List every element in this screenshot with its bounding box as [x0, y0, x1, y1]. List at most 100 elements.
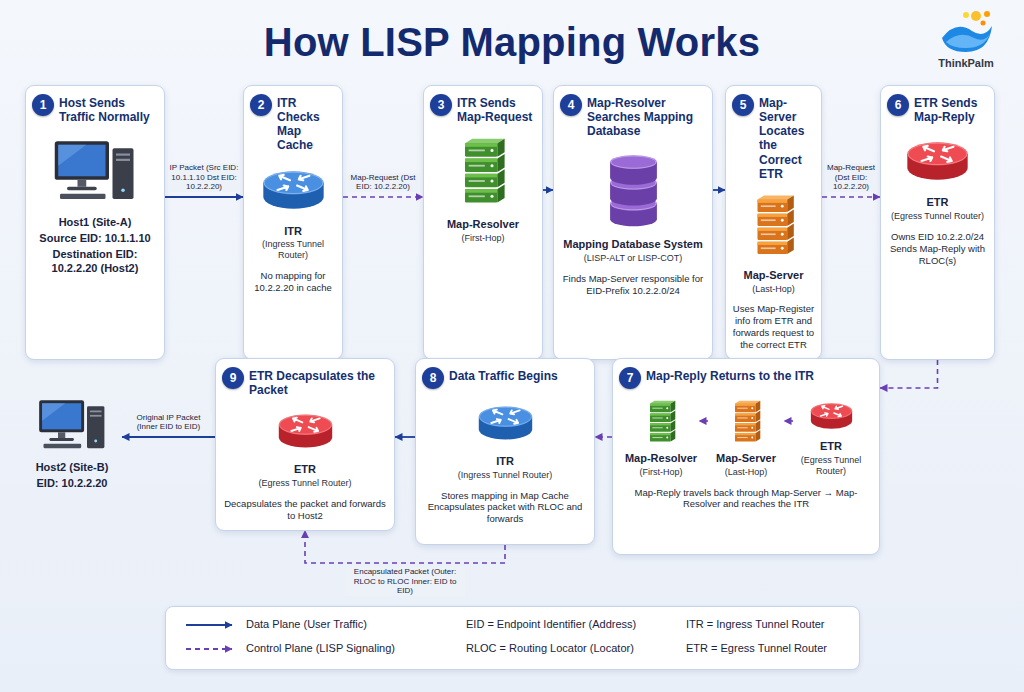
ellipse-part	[610, 156, 657, 170]
callout-number: 2	[250, 94, 272, 116]
rect-part	[757, 242, 787, 254]
g-part	[922, 146, 954, 162]
edge-label: Map-Request (Dst EID: 10.2.2.20)	[825, 163, 877, 192]
step-card: 4Map-Resolver Searches Mapping DatabaseM…	[553, 85, 713, 360]
svg-part	[729, 399, 764, 445]
path-part	[492, 410, 501, 415]
data-plane-arrow	[713, 189, 725, 191]
computer-icon	[51, 136, 139, 206]
device-node: ETR(Egress Tunnel Router)	[793, 399, 869, 478]
rect-part	[735, 413, 756, 422]
step-card: 9ETR Decapsulates the PacketETR(Egress T…	[215, 358, 395, 531]
step-title: Map-Server Locates the Correct ETR	[759, 94, 815, 181]
path-part	[491, 419, 500, 423]
step-title: Map-Reply Returns to the ITR	[646, 367, 873, 383]
legend-box: Data Plane (User Traffic)Control Plane (…	[165, 606, 860, 670]
ellipse-part	[479, 407, 531, 426]
device-role: (Last-Hop)	[725, 467, 768, 478]
path-part	[941, 157, 952, 162]
edge-label: IP Packet (Src EID: 10.1.1.10 Dst EID: 1…	[168, 163, 240, 192]
path-part	[291, 427, 300, 431]
step-title: ETR Decapsulates the Packet	[249, 367, 388, 397]
ellipse-part	[610, 157, 655, 169]
circle-part	[751, 417, 753, 419]
rect-part	[42, 403, 81, 429]
rect-part	[49, 438, 74, 441]
g-part	[491, 410, 519, 424]
legend-line	[186, 648, 232, 650]
rect-part	[757, 200, 787, 203]
logo-dot	[984, 11, 990, 17]
rect-part	[60, 194, 106, 199]
svg-part	[644, 399, 679, 445]
polygon-part	[787, 209, 794, 226]
polygon-part	[755, 430, 760, 442]
router-icon	[474, 401, 537, 445]
step-header: 8 Data Traffic Begins	[422, 367, 588, 389]
rect-part	[650, 423, 671, 425]
ellipse-part	[811, 404, 851, 419]
path-part	[277, 185, 288, 189]
rect-part	[757, 228, 787, 231]
device-role: (LISP-ALT or LISP-COT)	[584, 253, 683, 264]
svg-part	[274, 409, 337, 453]
server-icon	[644, 399, 679, 445]
rect-part	[465, 189, 497, 193]
device-role: (First-Hop)	[640, 467, 683, 478]
polygon-part	[670, 420, 675, 432]
rect-part	[469, 150, 485, 152]
svg-part	[258, 165, 329, 215]
step-title: Map-Resolver Searches Mapping Database	[587, 94, 706, 138]
rect-part	[757, 214, 787, 226]
path-part	[292, 418, 301, 423]
device-name: ETR	[927, 196, 949, 210]
polygon-part	[58, 145, 86, 166]
step-title: Host Sends Traffic Normally	[59, 94, 158, 124]
legend-text: Data Plane (User Traffic)	[246, 618, 367, 630]
polygon-part	[670, 430, 675, 442]
path-part	[279, 175, 290, 180]
ellipse-part	[907, 143, 967, 166]
path-part	[310, 419, 319, 423]
step-header: 7Map-Reply Returns to the ITR	[619, 367, 873, 389]
edge-label: Map-Request (Dst EID: 10.2.2.20)	[346, 173, 420, 192]
device-role: (First-Hop)	[462, 233, 505, 244]
callout-number: 8	[422, 367, 444, 389]
circle-part	[490, 180, 493, 183]
svg-part	[749, 193, 799, 259]
rect-part	[58, 432, 65, 438]
rect-part	[735, 423, 756, 432]
device-name: ETR	[820, 440, 842, 454]
polygon-part	[497, 139, 504, 157]
step-card: 1Host Sends Traffic NormallyHost1 (Site-…	[25, 85, 165, 360]
circle-part	[751, 407, 753, 409]
svg-part	[51, 136, 139, 206]
abbreviation-note: EID = Endpoint Identifier (Address)	[466, 618, 636, 630]
legend-line-sample	[184, 617, 236, 633]
device-name: Mapping Database System	[563, 238, 702, 252]
rect-part	[735, 404, 756, 413]
device-role: (Egress Tunnel Router)	[891, 211, 984, 222]
rect-part	[650, 404, 671, 413]
step-header: 6ETR Sends Map-Reply	[887, 94, 988, 124]
data-plane-arrow	[122, 436, 215, 438]
device-row: Map-Resolver(First-Hop)Map-Server(Last-H…	[619, 399, 873, 478]
rect-part	[735, 413, 756, 415]
step-header: 1Host Sends Traffic Normally	[32, 94, 158, 124]
ellipse-part	[279, 416, 331, 435]
circle-part	[490, 195, 493, 198]
device-name: Map-Server	[744, 269, 804, 283]
device-name: EID: 10.2.2.20	[37, 477, 108, 491]
edge-label: Encapsulated Packet (Outer: RLOC to RLOC…	[345, 567, 465, 596]
step-description: Finds Map-Server responsible for EID-Pre…	[560, 273, 706, 297]
router-icon	[258, 165, 329, 215]
rect-part	[650, 404, 671, 406]
step-card: 8Data Traffic BeginsITR(Ingress Tunnel R…	[415, 358, 595, 545]
rect-part	[652, 437, 662, 438]
logo-wave	[946, 34, 990, 48]
control-plane-arrow	[699, 420, 708, 422]
step-title: Data Traffic Begins	[449, 367, 588, 383]
company-logo	[936, 6, 996, 56]
rect-part	[465, 144, 497, 158]
